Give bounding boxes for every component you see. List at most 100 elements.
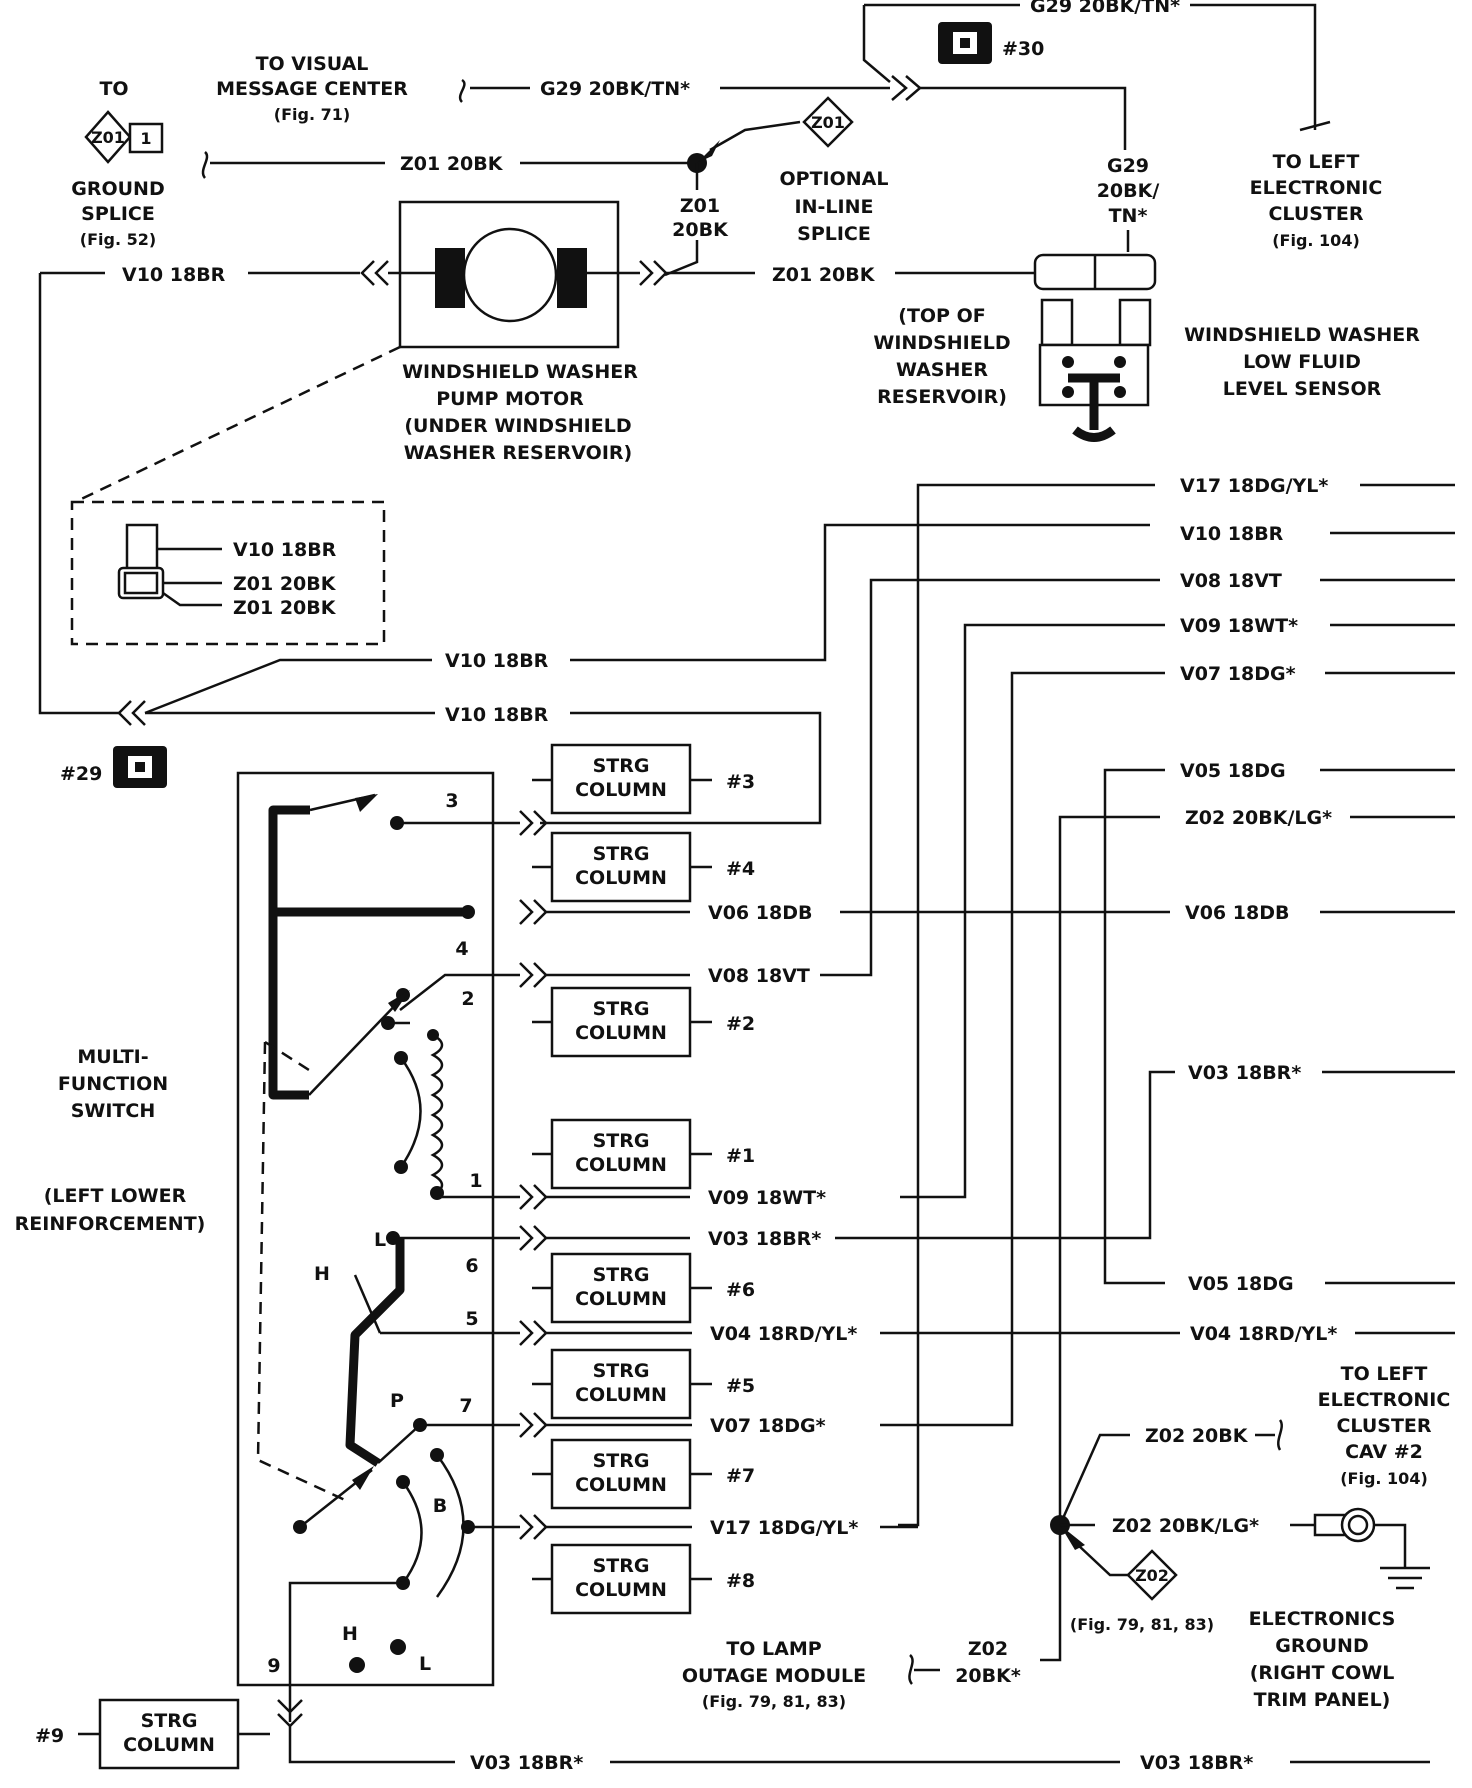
switch-label-2: FUNCTION xyxy=(58,1073,168,1095)
right-wire-v08: V08 18VT xyxy=(1180,570,1282,592)
wire-v08: V08 18VT xyxy=(708,965,810,987)
svg-text:STRG: STRG xyxy=(593,755,650,777)
to-left-cluster-cav-4: CAV #2 xyxy=(1345,1441,1423,1463)
reservoir-label-3: WASHER xyxy=(896,359,988,381)
inset-wire-3: Z01 20BK xyxy=(233,597,337,619)
svg-text:COLUMN: COLUMN xyxy=(575,867,667,889)
svg-text:COLUMN: COLUMN xyxy=(575,779,667,801)
pump-label-4: WASHER RESERVOIR) xyxy=(404,442,632,464)
optional-splice-2: IN-LINE xyxy=(795,196,874,218)
right-wire-v05-lower: V05 18DG xyxy=(1188,1273,1294,1295)
strg-column-4: STRG COLUMN #4 xyxy=(532,831,755,903)
v10-wire-b: V10 18BR xyxy=(445,704,549,726)
z01-wire-label: Z01 20BK xyxy=(400,153,504,175)
to-left-cluster-3: CLUSTER xyxy=(1268,203,1363,225)
to-label: TO xyxy=(99,78,128,100)
electronics-ground-4: TRIM PANEL) xyxy=(1254,1689,1391,1711)
strg-pin-9: #9 xyxy=(35,1725,64,1747)
position-P: P xyxy=(390,1390,404,1412)
switch-label-3: SWITCH xyxy=(71,1100,156,1122)
position-L: L xyxy=(374,1229,386,1251)
strg-column-2: STRG COLUMN #2 xyxy=(532,986,755,1058)
optional-splice-3: SPLICE xyxy=(797,223,871,245)
wire-v03: V03 18BR* xyxy=(708,1228,821,1250)
to-vmc-fig: (Fig. 71) xyxy=(274,105,350,124)
connector-29-label: #29 xyxy=(60,763,102,785)
optional-splice-1: OPTIONAL xyxy=(780,168,889,190)
z02-fig: (Fig. 79, 81, 83) xyxy=(1070,1615,1214,1634)
z02-20bk-label: Z02 20BK xyxy=(1145,1425,1249,1447)
svg-text:STRG: STRG xyxy=(593,998,650,1020)
connector-29-icon xyxy=(113,746,167,788)
inset-wire-1: V10 18BR xyxy=(233,539,337,561)
svg-text:COLUMN: COLUMN xyxy=(575,1022,667,1044)
sensor-label-2: LOW FLUID xyxy=(1243,351,1361,373)
terminal-9: 9 xyxy=(267,1655,280,1677)
strg-column-7: STRG COLUMN #7 xyxy=(532,1438,755,1510)
svg-text:COLUMN: COLUMN xyxy=(123,1734,215,1756)
svg-text:STRG: STRG xyxy=(593,1555,650,1577)
electronics-ground-icon xyxy=(1313,1507,1430,1590)
ground-splice-label-1: GROUND xyxy=(71,178,164,200)
v10-wire-a: V10 18BR xyxy=(445,650,549,672)
strg-pin-4: #4 xyxy=(726,858,755,880)
v10-left-label: V10 18BR xyxy=(122,264,226,286)
connector-30-icon xyxy=(938,22,992,64)
svg-text:STRG: STRG xyxy=(593,1264,650,1286)
pump-label-2: PUMP MOTOR xyxy=(436,388,584,410)
to-vmc-label-1: TO VISUAL xyxy=(256,53,369,75)
wire-v03-bottom-left: V03 18BR* xyxy=(470,1752,583,1774)
z02-diamond-label: Z02 xyxy=(1135,1566,1169,1585)
reservoir-label-2: WINDSHIELD xyxy=(873,332,1010,354)
ground-splice-symbol: Z01 1 xyxy=(84,110,164,164)
strg-pin-8: #8 xyxy=(726,1570,755,1592)
svg-text:COLUMN: COLUMN xyxy=(575,1474,667,1496)
to-lamp-1: TO LAMP xyxy=(726,1638,821,1660)
inset-connector-icon xyxy=(117,523,165,600)
svg-text:STRG: STRG xyxy=(593,1130,650,1152)
reservoir-label-4: RESERVOIR) xyxy=(877,386,1007,408)
position-H2: H xyxy=(342,1623,358,1645)
strg-column-5: STRG COLUMN #5 xyxy=(532,1348,755,1420)
inset-wire-2: Z01 20BK xyxy=(233,573,337,595)
to-left-cluster-fig: (Fig. 104) xyxy=(1272,231,1360,250)
z01-right-label: Z01 20BK xyxy=(772,264,876,286)
connector-30-label: #30 xyxy=(1002,38,1044,60)
wire-v09: V09 18WT* xyxy=(708,1187,826,1209)
strg-column-1: STRG COLUMN #1 xyxy=(532,1118,755,1190)
strg-pin-5: #5 xyxy=(726,1375,755,1397)
to-left-cluster-2: ELECTRONIC xyxy=(1250,177,1383,199)
z01-vert-label-2: 20BK xyxy=(672,219,729,241)
right-wire-v06: V06 18DB xyxy=(1185,902,1289,924)
right-wire-v07: V07 18DG* xyxy=(1180,663,1296,685)
svg-text:STRG: STRG xyxy=(593,843,650,865)
ground-splice-label-2: SPLICE xyxy=(81,203,155,225)
ground-splice-fig: (Fig. 52) xyxy=(80,230,156,249)
strg-pin-2: #2 xyxy=(726,1013,755,1035)
g29-vert-1: G29 xyxy=(1107,155,1149,177)
connector-inset xyxy=(70,500,386,646)
z01-splice-diamond-label: Z01 xyxy=(811,113,845,132)
right-wire-v17: V17 18DG/YL* xyxy=(1180,475,1328,497)
sensor-label-3: LEVEL SENSOR xyxy=(1223,378,1382,400)
wire-v06: V06 18DB xyxy=(708,902,812,924)
wire-v04: V04 18RD/YL* xyxy=(710,1323,857,1345)
terminal-4: 4 xyxy=(455,938,468,960)
svg-text:COLUMN: COLUMN xyxy=(575,1288,667,1310)
right-wire-v04: V04 18RD/YL* xyxy=(1190,1323,1337,1345)
right-wire-z02: Z02 20BK/LG* xyxy=(1185,807,1332,829)
electronics-ground-3: (RIGHT COWL xyxy=(1250,1662,1395,1684)
z01-pin-label: 1 xyxy=(140,129,151,148)
g29-vert-2: 20BK/ xyxy=(1097,180,1160,202)
right-wire-v09: V09 18WT* xyxy=(1180,615,1298,637)
switch-location-1: (LEFT LOWER xyxy=(44,1185,187,1207)
strg-pin-6: #6 xyxy=(726,1279,755,1301)
terminal-7: 7 xyxy=(459,1395,472,1417)
fluid-level-sensor-icon xyxy=(1033,253,1157,442)
z01-vert-label-1: Z01 xyxy=(680,195,720,217)
g29-top-label: G29 20BK/TN* xyxy=(1030,0,1180,17)
sensor-label-1: WINDSHIELD WASHER xyxy=(1184,324,1420,346)
multifunction-switch-body xyxy=(236,771,495,1687)
terminal-2: 2 xyxy=(461,988,474,1010)
